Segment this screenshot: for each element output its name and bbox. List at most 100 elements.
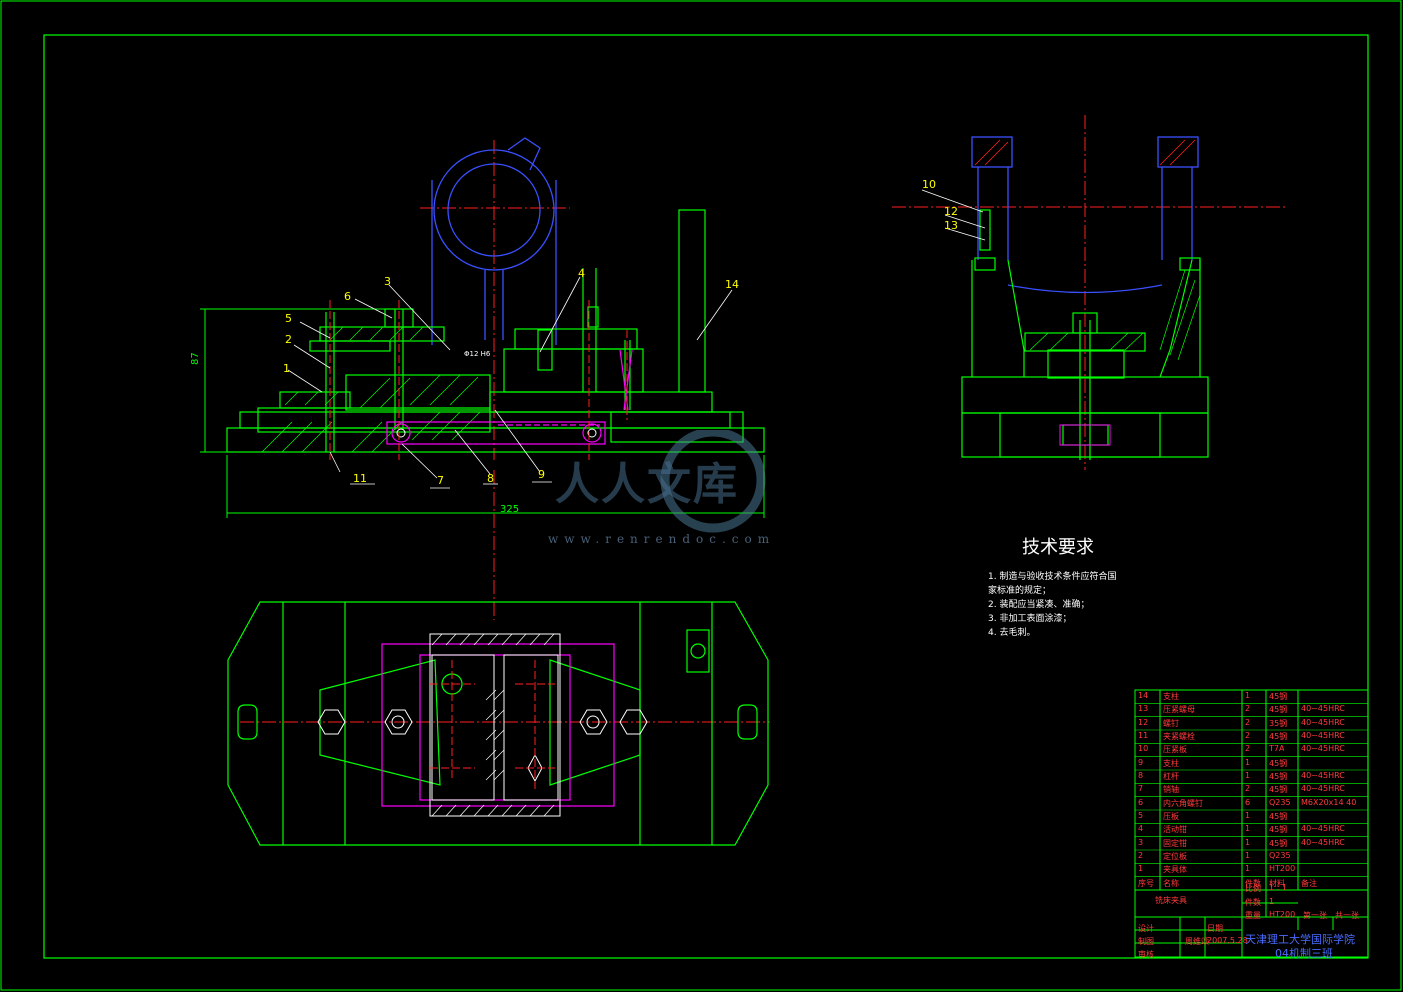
bom-cell-mat: 45钢 (1269, 785, 1288, 795)
title-block-class: 04机制三班 (1135, 944, 1368, 960)
dim-fit: Φ12 H6 (464, 350, 491, 358)
title-block-scale-label-text: 比例 (1245, 884, 1261, 893)
tech-req-item: 1. 制造与验收技术条件应符合国 (988, 572, 1117, 582)
title-block-school: 天津理工大学国际学院 (1135, 930, 1368, 946)
title-block-name-text: 铣床夹具 (1155, 896, 1187, 905)
bom-cell-note: M6X20x14 40 (1301, 797, 1357, 807)
bom-cell-no: 5 (1138, 811, 1144, 820)
bom-cell-qty: 2 (1245, 731, 1251, 740)
watermark-brand: 人人文库 (555, 459, 739, 510)
bom-cell-no: 13 (1138, 704, 1149, 714)
bom-cell-name: 夹紧螺栓 (1163, 732, 1195, 741)
tech-req-list: 1. 制造与验收技术条件应符合国 家标准的规定； 2. 装配应当紧凑、准确； 3… (988, 570, 1158, 640)
title-block-check-label: 审核 (1135, 948, 1368, 960)
label-2: 2 (285, 333, 292, 346)
bom-row-lines (1135, 703, 1368, 891)
title-block-drawn-by: 周维颂 (1135, 935, 1368, 947)
bom-cell-qty: 1 (1245, 757, 1251, 767)
title-block-sheets: 共一张 (1135, 909, 1368, 921)
title-block-drawn-label: 制图 (1135, 935, 1368, 947)
label-12: 12 (944, 205, 958, 218)
bom-cell-no: 3 (1138, 837, 1144, 847)
watermark-logo-icon (660, 427, 766, 533)
title-block-sheets-text: 共一张 (1335, 911, 1359, 920)
title-block-date: 2007.5.28 (1135, 935, 1368, 947)
bom-cell-no: 1 (1138, 864, 1144, 874)
bom-cell-name: 支柱 (1163, 692, 1179, 701)
bom-cell-mat: 45钢 (1269, 732, 1288, 741)
bom-cell-mat: 45钢 (1269, 758, 1288, 768)
dim-width: 325 (500, 504, 519, 515)
bom-cell-qty: 1 (1245, 691, 1251, 700)
bom-cell-name: 支柱 (1163, 758, 1179, 768)
bom-cell-name: 活动钳 (1163, 825, 1187, 835)
bom-cell-note: 40~45HRC (1301, 731, 1345, 740)
side-view: 10 12 13 (892, 115, 1287, 470)
bom-cell-qty: 2 (1245, 704, 1251, 714)
bom-cell-no: 7 (1138, 784, 1144, 794)
bom-header-row: 序号名称件数材料备注 (1135, 877, 1368, 890)
bom-cell-no: 2 (1138, 851, 1144, 860)
bom-cell-mat: Q235 (1269, 851, 1291, 860)
title-block-count: 1 (1135, 896, 1368, 908)
bom-cell-no: 10 (1138, 744, 1149, 754)
label-13: 13 (944, 219, 958, 232)
tech-req-item: 3. 非加工表面涂漆； (988, 614, 1072, 624)
bom-cell-qty: 2 (1245, 717, 1251, 727)
tech-req-item: 2. 装配应当紧凑、准确； (988, 600, 1090, 610)
bom-cell-mat: Q235 (1269, 797, 1291, 807)
bom-cell-name: 名称 (1163, 878, 1179, 888)
title-block-sheet: 第一张 (1135, 909, 1368, 921)
dim-height: 87 (190, 352, 201, 365)
bom-cell-name: 固定钳 (1163, 838, 1187, 848)
tech-req-item: 家标准的规定； (988, 586, 1052, 596)
title-block-weight-label-text: 重量 (1245, 911, 1261, 920)
tech-req-item: 4. 去毛刺。 (988, 628, 1036, 638)
title-block-check-label-text: 审核 (1138, 950, 1154, 959)
tech-req-title: 技术要求 (1022, 537, 1094, 558)
title-block-count-label-text: 件数 (1245, 898, 1261, 907)
top-view (227, 601, 770, 846)
label-11: 11 (353, 472, 367, 485)
bom-cell-qty: 1 (1245, 811, 1251, 820)
bom-cell-qty: 1 (1245, 837, 1251, 847)
bom-cell-no: 6 (1138, 797, 1144, 807)
bom-cell-mat: 45钢 (1269, 705, 1288, 715)
inner-frame (43, 34, 1369, 959)
bom-cell-no: 14 (1138, 691, 1149, 700)
label-14: 14 (725, 278, 739, 291)
label-8: 8 (487, 472, 494, 485)
title-block-weight-label: 重量 (1135, 909, 1368, 921)
bom-cell-note: 40~45HRC (1301, 717, 1345, 727)
bom-cell-name: 压紧板 (1163, 745, 1187, 755)
bom-cell-name: 夹具体 (1163, 865, 1187, 875)
title-block-name: 铣床夹具 (1135, 894, 1368, 906)
bom-cell-qty: 6 (1245, 797, 1251, 807)
label-4: 4 (578, 267, 585, 280)
bom-cell-note: 40~45HRC (1301, 784, 1345, 794)
bom-cell-no: 序号 (1138, 878, 1154, 888)
bom-cell-name: 螺钉 (1163, 718, 1179, 728)
bom-cell-note: 40~45HRC (1301, 837, 1345, 847)
title-block-drawn-by-text: 周维颂 (1185, 937, 1209, 946)
front-view: 1 2 3 4 5 6 7 8 9 11 14 87 325 Φ12 H6 (190, 137, 765, 620)
title-block-design-label: 设计 (1135, 922, 1368, 934)
bom-cell-name: 内六角螺钉 (1163, 798, 1203, 808)
bom-cell-name: 定位板 (1163, 852, 1187, 861)
title-block-scale-label: 比例 (1135, 882, 1368, 894)
title-block-scale: 1 : 1 (1135, 882, 1368, 894)
bom-cell-mat: T7A (1269, 744, 1285, 754)
bom-cell-mat: 35钢 (1269, 718, 1288, 728)
label-6: 6 (344, 290, 351, 303)
label-5: 5 (285, 312, 292, 325)
title-block-count-label: 件数 (1135, 896, 1368, 908)
title-block-scale-text: 1 : 1 (1269, 883, 1287, 892)
